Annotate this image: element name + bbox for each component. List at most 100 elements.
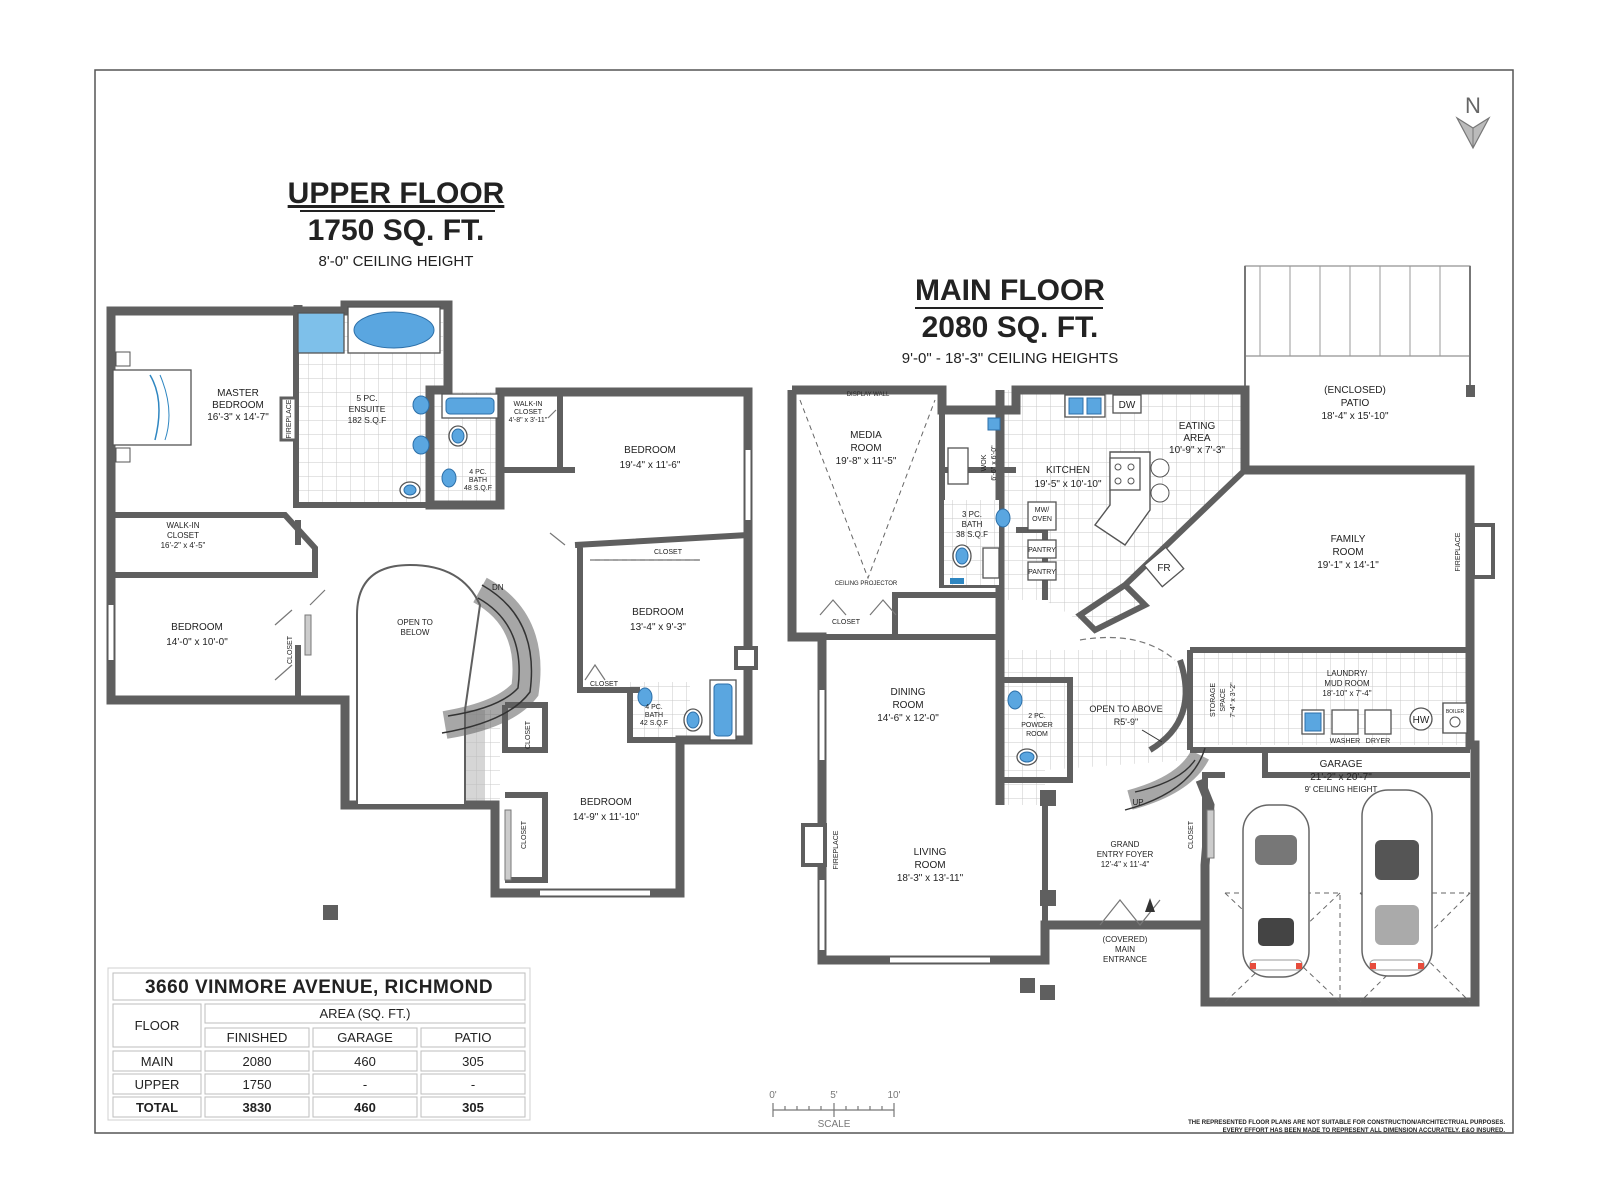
svg-text:ROOM: ROOM [914, 860, 945, 871]
svg-text:CLOSET: CLOSET [167, 531, 199, 540]
svg-text:FR: FR [1157, 563, 1170, 574]
svg-text:(COVERED): (COVERED) [1103, 935, 1148, 944]
svg-text:OPEN TO ABOVE: OPEN TO ABOVE [1089, 704, 1162, 714]
svg-text:38 S.Q.F: 38 S.Q.F [956, 530, 988, 539]
scale-bar: 0' 5' 10' SCALE [769, 1090, 900, 1130]
svg-text:CLOSET: CLOSET [287, 635, 294, 664]
master-bed-icon [112, 369, 192, 446]
svg-text:HW: HW [1413, 715, 1430, 726]
svg-text:6'-6" x 6'-0": 6'-6" x 6'-0" [991, 445, 998, 481]
svg-text:BOILER: BOILER [1446, 709, 1465, 715]
svg-text:SCALE: SCALE [818, 1119, 851, 1130]
svg-text:(ENCLOSED): (ENCLOSED) [1324, 385, 1386, 396]
svg-text:MAIN FLOOR: MAIN FLOOR [915, 274, 1105, 307]
foyer-closet-label: CLOSET [1188, 820, 1195, 849]
svg-text:GRAND: GRAND [1111, 840, 1140, 849]
svg-text:BEDROOM: BEDROOM [624, 445, 676, 456]
svg-text:BATH: BATH [645, 712, 663, 719]
svg-text:4 PC.: 4 PC. [469, 469, 487, 476]
svg-text:7'-4" x 3'-2": 7'-4" x 3'-2" [1230, 682, 1237, 718]
shower-icon [297, 312, 345, 354]
svg-text:FIREPLACE: FIREPLACE [1455, 532, 1462, 571]
svg-text:ROOM: ROOM [1026, 731, 1048, 738]
svg-text:STORAGE: STORAGE [1210, 683, 1217, 717]
table-address: 3660 VINMORE AVENUE, RICHMOND [145, 977, 493, 998]
svg-text:18'-3" x 13'-11": 18'-3" x 13'-11" [897, 873, 964, 884]
svg-text:2080 SQ. FT.: 2080 SQ. FT. [922, 311, 1099, 344]
svg-text:19'-1" x 14'-1": 19'-1" x 14'-1" [1317, 560, 1379, 571]
svg-text:5 PC.: 5 PC. [356, 393, 377, 403]
svg-text:UPPER: UPPER [135, 1077, 180, 1092]
svg-text:MASTER: MASTER [217, 388, 259, 399]
svg-text:4 PC.: 4 PC. [645, 704, 663, 711]
main-floor-heading: MAIN FLOOR 2080 SQ. FT. 9'-0" - 18'-3" C… [902, 274, 1118, 367]
svg-text:BEDROOM: BEDROOM [580, 797, 632, 808]
main-floor-plan: FIREPLACE FIREPLACE DW MW/ OVEN PANTRY P… [787, 265, 1495, 1007]
svg-text:DINING: DINING [891, 687, 926, 698]
svg-text:ENTRANCE: ENTRANCE [1103, 955, 1147, 964]
svg-text:GARAGE: GARAGE [1320, 759, 1363, 770]
svg-text:CLOSET: CLOSET [654, 549, 683, 556]
upper-floor-heading: UPPER FLOOR 1750 SQ. FT. 8'-0" CEILING H… [288, 177, 505, 270]
svg-text:3 PC.: 3 PC. [962, 510, 982, 519]
upper-room-bed2: BEDROOM 14'-0" x 10'-0" [166, 622, 228, 648]
svg-text:BEDROOM: BEDROOM [212, 400, 264, 411]
upper-closet-labels: CLOSET CLOSET CLOSET CLOSET CLOSET [287, 549, 683, 849]
svg-text:MEDIA: MEDIA [850, 430, 882, 441]
table-row: MAIN 2080 460 305 [112, 1050, 526, 1072]
svg-text:ROOM: ROOM [850, 443, 881, 454]
bathtub-icon [353, 311, 435, 349]
table-area-header: AREA (SQ. FT.) [319, 1006, 410, 1021]
svg-text:CLOSET: CLOSET [514, 409, 543, 416]
svg-text:LIVING: LIVING [914, 847, 947, 858]
svg-text:KITCHEN: KITCHEN [1046, 465, 1090, 476]
upper-floor-plan: FIREPLACE DN [106, 300, 758, 920]
svg-text:BEDROOM: BEDROOM [171, 622, 223, 633]
svg-text:ENSUITE: ENSUITE [349, 404, 386, 414]
svg-text:BATH: BATH [469, 477, 487, 484]
svg-text:14'-0" x 10'-0": 14'-0" x 10'-0" [166, 637, 228, 648]
svg-text:48 S.Q.F: 48 S.Q.F [464, 485, 492, 492]
svg-text:UP: UP [1132, 798, 1143, 807]
svg-text:5': 5' [830, 1090, 838, 1101]
table-floor-header: FLOOR [135, 1018, 180, 1033]
upper-room-bed4: BEDROOM 14'-9" x 11'-10" [573, 797, 640, 823]
svg-text:OVEN: OVEN [1032, 516, 1052, 523]
svg-text:WALK-IN: WALK-IN [514, 401, 543, 408]
svg-text:-: - [363, 1077, 367, 1092]
svg-text:10'-9" x 7'-3": 10'-9" x 7'-3" [1169, 445, 1225, 456]
svg-text:18'-4" x 15'-10": 18'-4" x 15'-10" [1321, 411, 1389, 422]
table-row: UPPER 1750 - - [112, 1073, 526, 1095]
svg-text:DISPLAY WALL: DISPLAY WALL [847, 392, 890, 398]
svg-text:14'-9" x 11'-10": 14'-9" x 11'-10" [573, 812, 640, 823]
svg-text:THE REPRESENTED FLOOR PLANS AR: THE REPRESENTED FLOOR PLANS ARE NOT SUIT… [1188, 1120, 1505, 1126]
svg-text:4'-8" x 3'-11": 4'-8" x 3'-11" [509, 417, 548, 424]
svg-text:POWDER: POWDER [1021, 722, 1053, 729]
svg-text:305: 305 [462, 1054, 484, 1069]
svg-text:MAIN: MAIN [141, 1054, 174, 1069]
svg-text:305: 305 [462, 1100, 484, 1115]
svg-text:ENTRY FOYER: ENTRY FOYER [1097, 850, 1154, 859]
col-garage: GARAGE [337, 1030, 393, 1045]
svg-text:PATIO: PATIO [1341, 398, 1370, 409]
svg-text:DW: DW [1119, 400, 1136, 411]
svg-text:MAIN: MAIN [1115, 945, 1135, 954]
svg-text:N: N [1465, 93, 1481, 118]
svg-text:42 S.Q.F: 42 S.Q.F [640, 720, 668, 727]
svg-text:10': 10' [887, 1090, 900, 1101]
svg-text:18'-10" x 7'-4": 18'-10" x 7'-4" [1322, 689, 1371, 698]
